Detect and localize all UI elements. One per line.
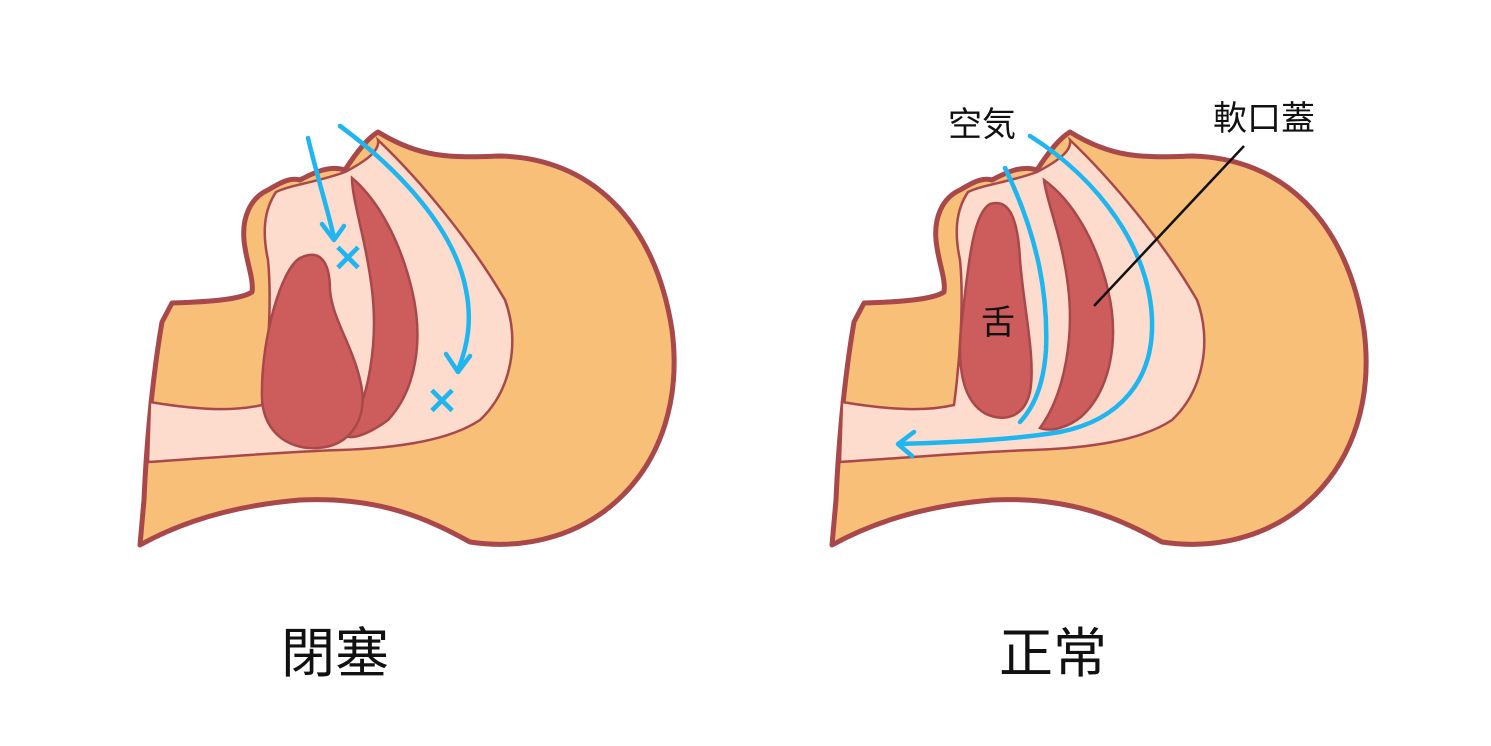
airflow-path xyxy=(337,123,472,373)
arrow-head xyxy=(895,429,917,459)
label-soft-palate: 軟口蓋 xyxy=(1213,99,1315,139)
airflow-path xyxy=(897,133,1155,447)
label-air: 空気 xyxy=(948,105,1016,145)
label-tongue: 舌 xyxy=(981,303,1015,343)
soft-palate xyxy=(344,175,419,439)
panel-obstructed: × × 閉塞 xyxy=(137,123,677,685)
caption-obstructed: 閉塞 xyxy=(281,622,389,685)
panel-normal: 空気 軟口蓋 舌 正常 xyxy=(829,99,1369,685)
airflow-arrows xyxy=(305,123,473,375)
airflow-path xyxy=(1002,165,1049,425)
blocked-marker: × xyxy=(331,234,365,280)
airflow-path xyxy=(305,135,337,241)
caption-normal: 正常 xyxy=(999,622,1107,685)
blocked-marker: × xyxy=(425,377,459,423)
soft-palate xyxy=(1038,177,1115,431)
arrow-head xyxy=(319,221,347,243)
tongue xyxy=(958,201,1033,419)
soft-palate-leader-line xyxy=(1093,145,1245,307)
arrow-head xyxy=(443,351,473,375)
tongue xyxy=(260,253,364,450)
airflow-arrows xyxy=(895,133,1155,459)
